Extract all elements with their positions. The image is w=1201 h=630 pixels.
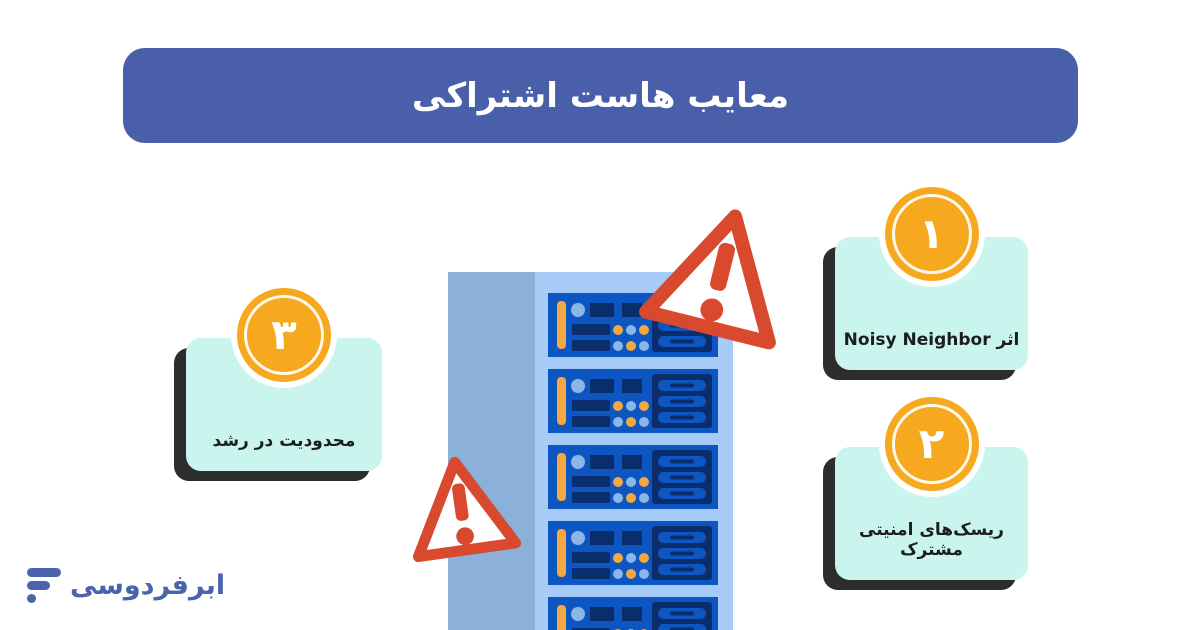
number-badge-1: ۱ — [884, 187, 979, 281]
badge-number: ۳ — [271, 310, 297, 359]
page-title: معایب هاست اشتراکی — [411, 75, 790, 116]
card-label: اثر Noisy Neighbor — [843, 330, 1020, 350]
logo-bars-icon — [27, 568, 61, 604]
card-security-risks: ۲ ریسک‌های امنیتی مشترک — [835, 397, 1028, 580]
badge-number: ۲ — [918, 419, 945, 468]
card-label: محدودیت در رشد — [212, 431, 356, 451]
number-badge-2: ۲ — [884, 397, 979, 491]
badge-number: ۱ — [918, 209, 945, 258]
logo-text: ابرفردوسی — [70, 570, 226, 601]
card-label: ریسک‌های امنیتی مشترک — [859, 520, 1004, 560]
card-growth-limitation: ۳ محدودیت در رشد — [186, 288, 382, 471]
warning-triangle-large-icon — [630, 186, 812, 361]
number-badge-3: ۳ — [237, 288, 331, 382]
warning-triangle-small-icon — [395, 444, 527, 569]
title-banner: معایب هاست اشتراکی — [123, 48, 1078, 143]
brand-logo: ابرفردوسی — [27, 567, 225, 605]
card-noisy-neighbor: ۱ اثر Noisy Neighbor — [835, 187, 1028, 370]
